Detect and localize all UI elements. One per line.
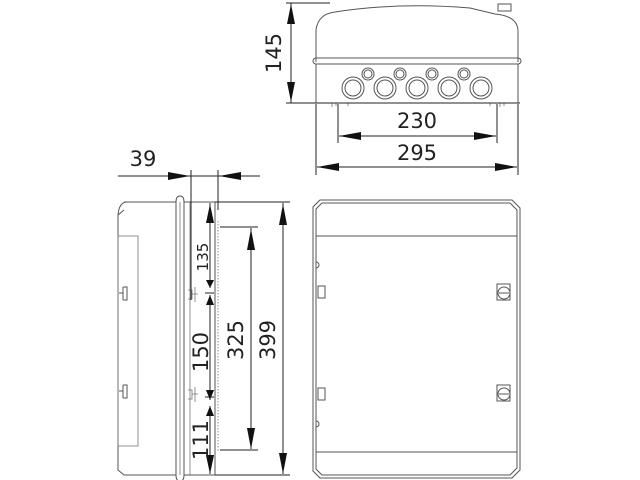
lock-icon bbox=[496, 384, 511, 402]
front-view bbox=[312, 199, 521, 479]
dim-145: 145 bbox=[262, 2, 520, 104]
dim-label-295: 295 bbox=[397, 141, 437, 165]
dim-111: 111 bbox=[189, 406, 214, 474]
dim-label-325: 325 bbox=[224, 320, 248, 360]
dim-label-111: 111 bbox=[189, 420, 213, 460]
dim-150: 150 bbox=[189, 292, 214, 400]
dim-39: 39 bbox=[118, 147, 260, 300]
dim-label-399: 399 bbox=[256, 320, 280, 360]
dim-295: 295 bbox=[315, 104, 519, 175]
top-view bbox=[312, 3, 522, 107]
dim-label-135: 135 bbox=[194, 243, 212, 272]
dim-135: 135 bbox=[194, 203, 214, 288]
dim-label-39: 39 bbox=[130, 147, 157, 171]
side-view bbox=[117, 195, 219, 480]
dim-399: 399 bbox=[215, 201, 290, 476]
dim-label-150: 150 bbox=[189, 332, 213, 372]
dim-label-230: 230 bbox=[397, 109, 437, 133]
dim-325: 325 bbox=[220, 226, 258, 451]
lock-icon bbox=[496, 283, 511, 301]
dim-label-145: 145 bbox=[262, 33, 286, 73]
dim-230: 230 bbox=[337, 104, 498, 143]
